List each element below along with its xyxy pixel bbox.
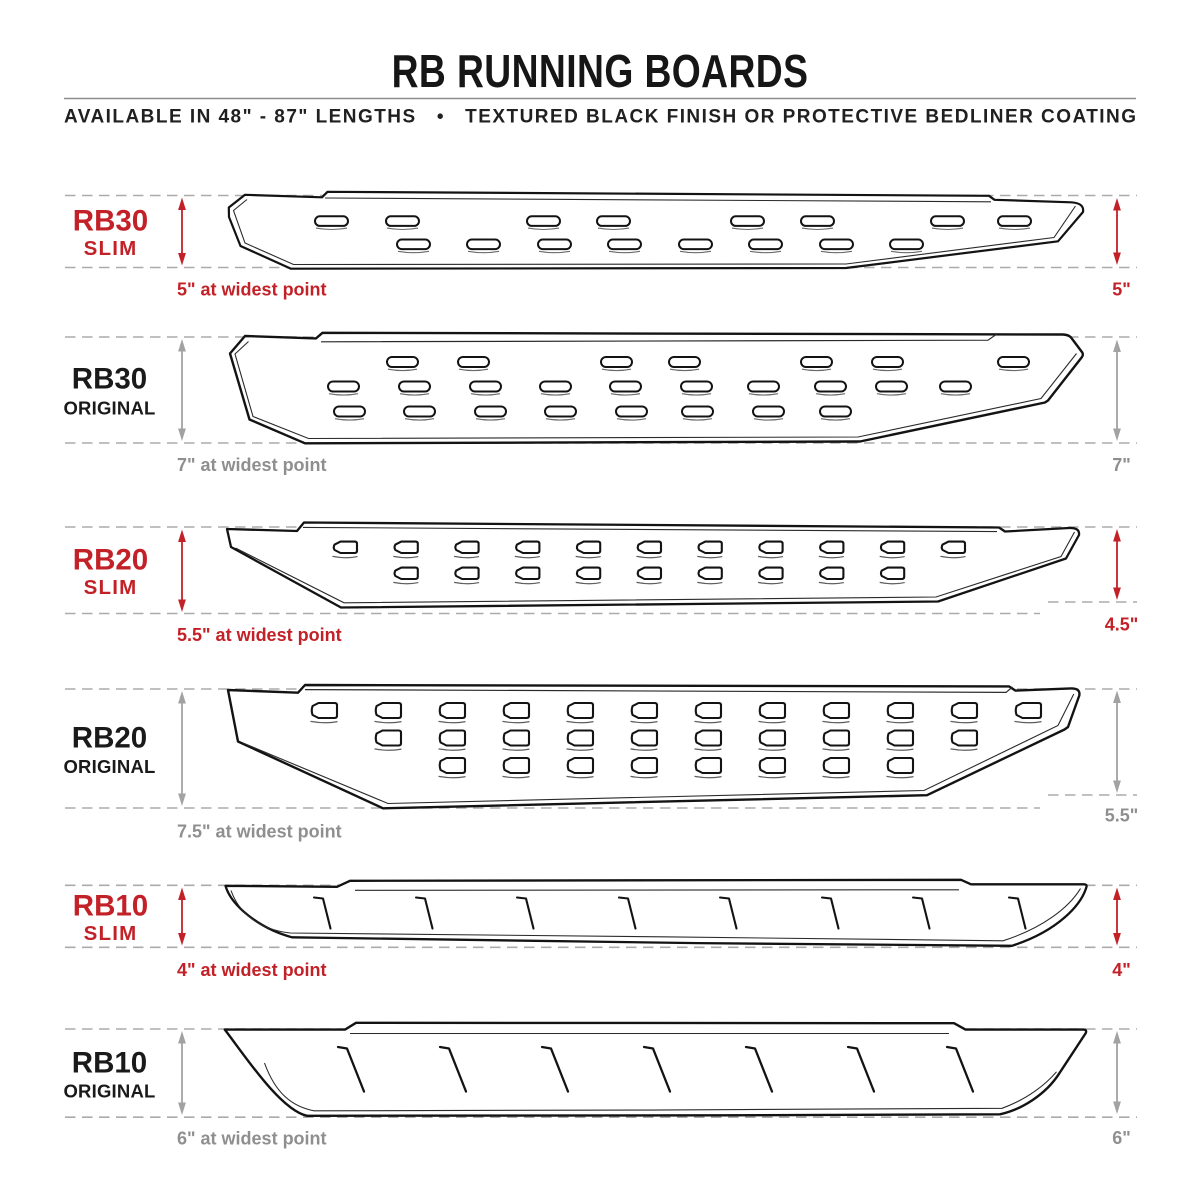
svg-text:4" at widest point: 4" at widest point [177,960,327,980]
svg-text:RB30: RB30 [73,205,148,238]
svg-text:RB10: RB10 [72,1047,147,1080]
svg-text:RB10: RB10 [73,890,148,923]
svg-text:RB30: RB30 [72,363,147,396]
svg-text:5.5" at widest point: 5.5" at widest point [177,625,342,645]
svg-text:RB RUNNING BOARDS: RB RUNNING BOARDS [392,45,809,97]
svg-text:SLIM: SLIM [84,576,138,599]
svg-text:ORIGINAL: ORIGINAL [63,398,155,419]
svg-text:6": 6" [1112,1128,1131,1148]
svg-text:5" at widest point: 5" at widest point [177,280,327,300]
svg-text:RB20: RB20 [73,544,148,577]
svg-text:RB20: RB20 [72,722,147,755]
svg-text:7" at widest point: 7" at widest point [177,455,327,475]
svg-text:5": 5" [1112,280,1131,300]
svg-text:SLIM: SLIM [84,922,138,945]
svg-text:7": 7" [1112,455,1131,475]
svg-text:SLIM: SLIM [84,237,138,260]
svg-text:7.5" at widest point: 7.5" at widest point [177,822,342,842]
svg-text:AVAILABLE IN 48" - 87" LENGTHS: AVAILABLE IN 48" - 87" LENGTHS • TEXTURE… [64,107,1136,128]
svg-text:5.5": 5.5" [1105,806,1139,826]
svg-text:4.5": 4.5" [1105,615,1139,635]
svg-text:ORIGINAL: ORIGINAL [63,756,155,777]
svg-text:4": 4" [1112,960,1131,980]
svg-text:6" at widest point: 6" at widest point [177,1129,327,1149]
svg-text:ORIGINAL: ORIGINAL [63,1081,155,1102]
